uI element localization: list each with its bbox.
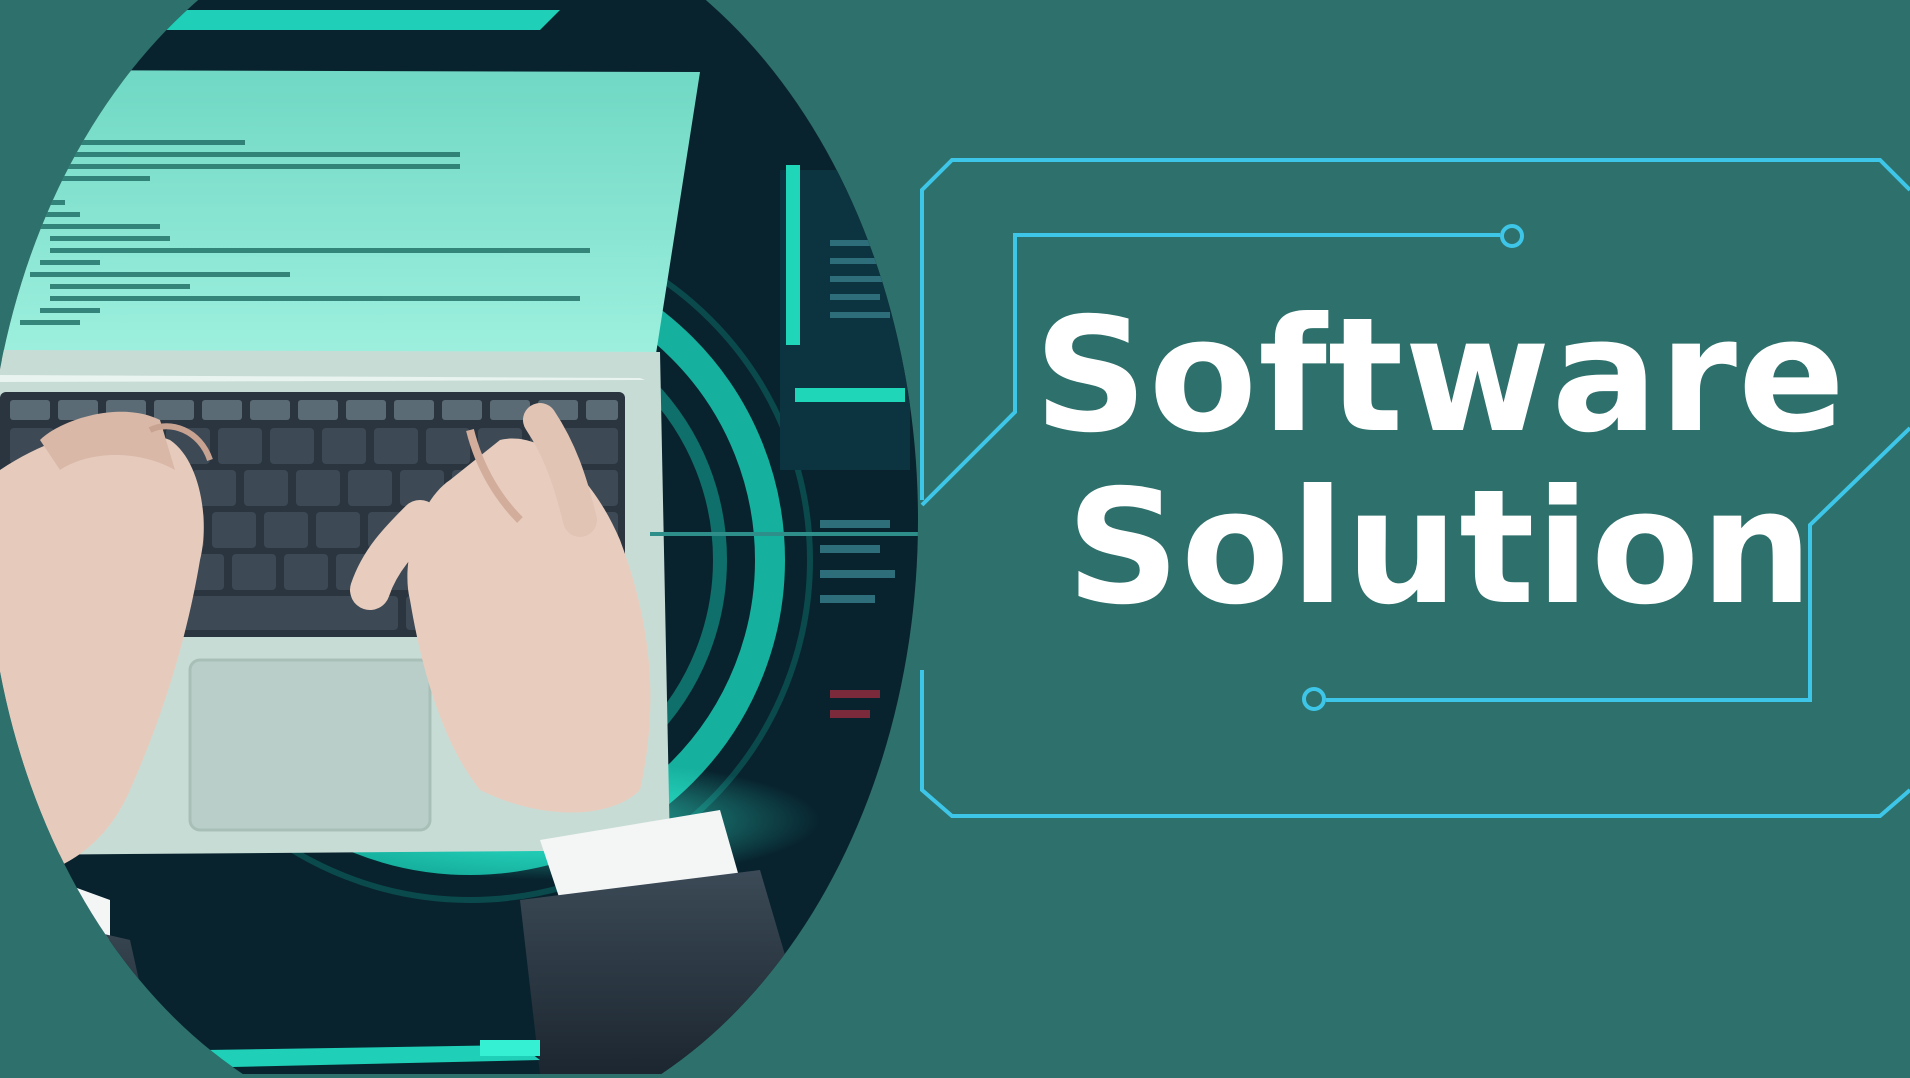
headline-line-1: Software — [1033, 284, 1847, 468]
headline-line-2: Solution — [1066, 456, 1814, 640]
circuit-node-bottom — [1302, 687, 1326, 711]
headline: Software Solution — [1000, 290, 1880, 634]
circuit-trace-top — [920, 233, 1500, 507]
circuit-trace-bottom — [1326, 426, 1910, 702]
circuit-frame — [920, 158, 1910, 818]
circuit-node-top — [1500, 224, 1524, 248]
photo-panel — [0, 0, 918, 1074]
